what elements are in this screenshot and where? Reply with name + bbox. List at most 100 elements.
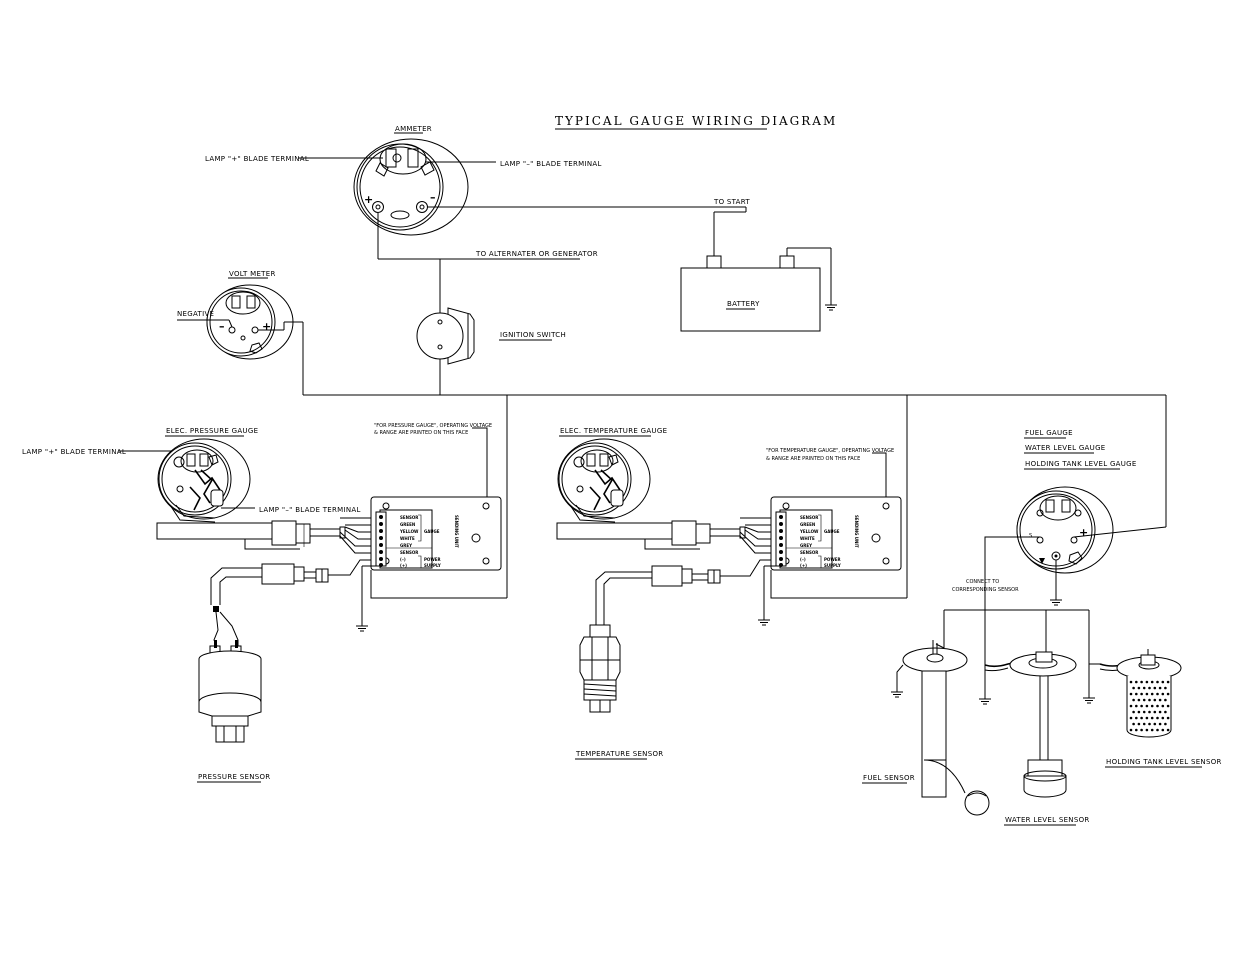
- level-gauge: FUEL GAUGE WATER LEVEL GAUGE HOLDING TAN…: [943, 429, 1167, 705]
- temperature-wire-yellow: YELLOW: [799, 529, 819, 534]
- battery: BATTERY: [680, 211, 838, 332]
- volt-minus-sign: –: [219, 320, 225, 333]
- perforation-dot: [1148, 698, 1151, 702]
- temperature-wire-sensor-bottom: SENSOR: [800, 550, 818, 555]
- holding-tank-gauge-label: HOLDING TANK LEVEL GAUGE: [1025, 460, 1137, 468]
- fuel-gauge-label: FUEL GAUGE: [1025, 429, 1073, 437]
- level-plus-sign: +: [1079, 526, 1088, 539]
- perforation-dot: [1166, 728, 1170, 732]
- ammeter-label: AMMETER: [395, 125, 432, 133]
- temperature-wire-green: GREEN: [800, 522, 815, 527]
- to-start-label: TO START: [713, 198, 750, 206]
- temperature-note-line2: & RANGE ARE PRINTED ON THIS FACE: [766, 456, 860, 462]
- temperature-side-text: SENDING UNIT: [854, 515, 859, 548]
- perforation-dot: [1135, 728, 1138, 732]
- pressure-note-line2: & RANGE ARE PRINTED ON THIS FACE: [374, 430, 468, 436]
- perforation-dot: [1158, 722, 1162, 726]
- pressure-side-text: SENDING UNIT: [454, 515, 459, 548]
- perforation-dot: [1140, 704, 1143, 708]
- volt-meter: VOLT METER – + NEGATIVE: [177, 270, 304, 395]
- volt-plus-sign: +: [262, 320, 271, 333]
- holding-tank-perforations: [1129, 680, 1170, 732]
- temperature-gauge: ELEC. TEMPERATURE GAUGE: [556, 427, 772, 760]
- pressure-wire-grey: GREY: [400, 543, 412, 548]
- perforation-dot: [1145, 680, 1149, 684]
- perforation-dot: [1132, 710, 1135, 714]
- perforation-dot: [1137, 722, 1141, 726]
- ignition-switch-label: IGNITION SWITCH: [500, 331, 566, 339]
- volt-meter-label: VOLT METER: [229, 270, 276, 278]
- temperature-wire-white: WHITE: [800, 536, 815, 541]
- perforation-dot: [1142, 722, 1146, 726]
- perforation-dot: [1164, 698, 1167, 702]
- perforation-dot: [1145, 704, 1149, 708]
- temperature-sensor-label: TEMPERATURE SENSOR: [575, 750, 663, 758]
- perforation-dot: [1145, 692, 1149, 696]
- temperature-supply-word: SUPPLY: [824, 563, 841, 568]
- temperature-wire-neg: (–): [800, 557, 806, 562]
- perforation-dot: [1166, 716, 1170, 720]
- connect-to-line1: CONNECT TO: [966, 579, 999, 585]
- perforation-dot: [1150, 716, 1154, 720]
- perforation-dot: [1145, 728, 1149, 732]
- perforation-dot: [1153, 698, 1157, 702]
- perforation-dot: [1156, 692, 1159, 696]
- perforation-dot: [1137, 698, 1141, 702]
- pressure-lamp-minus-label: LAMP "–" BLADE TERMINAL: [259, 506, 361, 514]
- water-level-gauge-label: WATER LEVEL GAUGE: [1025, 444, 1106, 452]
- perforation-dot: [1142, 686, 1146, 690]
- holding-tank-sensor-label: HOLDING TANK LEVEL SENSOR: [1106, 758, 1222, 766]
- perforation-dot: [1129, 728, 1133, 732]
- temperature-gauge-label: ELEC. TEMPERATURE GAUGE: [560, 427, 667, 435]
- ammeter-lamp-minus-label: LAMP "–" BLADE TERMINAL: [500, 160, 602, 168]
- temperature-wire-grey: GREY: [800, 543, 812, 548]
- pressure-wire-pos: (+): [400, 563, 407, 568]
- perforation-dot: [1158, 686, 1162, 690]
- perforation-dot: [1161, 680, 1165, 684]
- perforation-dot: [1129, 716, 1133, 720]
- ammeter: AMMETER + – LAMP "+" BLADE TERMINAL LAMP…: [205, 125, 602, 236]
- temperature-note-line1: "FOR TEMPERATURE GAUGE", OPERATING VOLTA…: [766, 448, 894, 454]
- perforation-dot: [1161, 692, 1165, 696]
- pressure-wire-green: GREEN: [400, 522, 415, 527]
- diagram-title: TYPICAL GAUGE WIRING DIAGRAM: [555, 114, 837, 128]
- perforation-dot: [1135, 680, 1138, 684]
- pressure-gauge: ELEC. PRESSURE GAUGE LAMP "+" BLADE TERM…: [22, 427, 372, 783]
- fuel-sensor: FUEL SENSOR: [862, 640, 990, 816]
- s-terminal-label: S: [1029, 533, 1032, 539]
- battery-label: BATTERY: [727, 300, 760, 308]
- perforation-dot: [1132, 686, 1135, 690]
- perforation-dot: [1166, 680, 1170, 684]
- perforation-dot: [1142, 698, 1146, 702]
- pressure-power-word: POWER: [424, 557, 441, 562]
- perforation-dot: [1135, 692, 1138, 696]
- ammeter-plus-sign: +: [364, 193, 373, 206]
- temperature-wire-sensor-top: SENSOR: [800, 515, 818, 520]
- connect-to-line2: CORRESPONDING SENSOR: [952, 587, 1019, 593]
- perforation-dot: [1137, 710, 1141, 714]
- pressure-terminal-screws: [379, 515, 383, 567]
- perforation-dot: [1132, 698, 1135, 702]
- pressure-sensor-label: PRESSURE SENSOR: [198, 773, 270, 781]
- perforation-dot: [1148, 710, 1151, 714]
- perforation-dot: [1153, 722, 1157, 726]
- perforation-dot: [1129, 680, 1133, 684]
- pressure-gauge-label: ELEC. PRESSURE GAUGE: [166, 427, 258, 435]
- pressure-wire-yellow: YELLOW: [399, 529, 419, 534]
- perforation-dot: [1158, 698, 1162, 702]
- perforation-dot: [1145, 716, 1149, 720]
- ignition-switch: IGNITION SWITCH: [416, 259, 566, 395]
- perforation-dot: [1153, 686, 1157, 690]
- perforation-dot: [1161, 716, 1165, 720]
- to-alternator-label: TO ALTERNATER OR GENERATOR: [475, 250, 598, 258]
- ammeter-lamp-plus-label: LAMP "+" BLADE TERMINAL: [205, 155, 309, 163]
- pressure-sender-box: "FOR PRESSURE GAUGE", OPERATING VOLTAGE …: [355, 423, 507, 632]
- pressure-gauge-word: GAUGE: [424, 529, 440, 534]
- perforation-dot: [1140, 692, 1143, 696]
- perforation-dot: [1148, 686, 1151, 690]
- pressure-wire-sensor-top: SENSOR: [400, 515, 418, 520]
- temperature-power-word: POWER: [824, 557, 841, 562]
- perforation-dot: [1140, 680, 1143, 684]
- ammeter-minus-sign: –: [430, 191, 436, 204]
- perforation-dot: [1156, 704, 1159, 708]
